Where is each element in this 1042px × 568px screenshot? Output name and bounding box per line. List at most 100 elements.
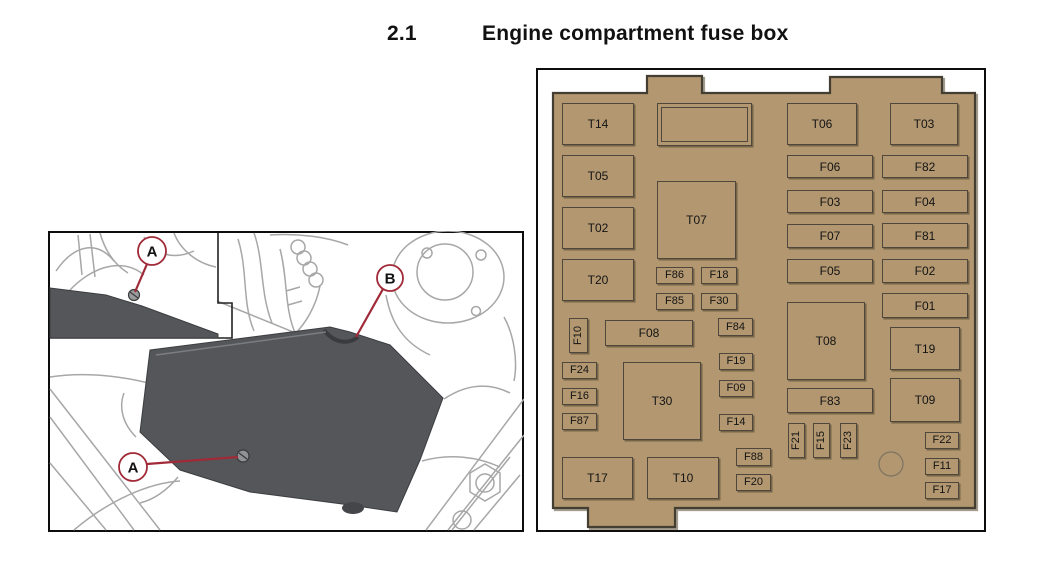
fuse-label: F17 <box>932 484 952 496</box>
fuse-label: F24 <box>570 364 589 376</box>
fuse-slot-F10: F10 <box>569 318 588 353</box>
callout-letter: A <box>128 460 139 477</box>
callout-a-2: A <box>118 452 239 482</box>
fuse-slot-F81: F81 <box>882 223 968 248</box>
fuse-slot-T06: T06 <box>787 103 857 145</box>
fuse-slot-F86: F86 <box>656 267 693 284</box>
callout-letter: B <box>385 271 396 288</box>
callout-a-0: A <box>133 236 167 293</box>
fuse-label: F06 <box>819 159 841 174</box>
callout-leader-line <box>355 288 384 338</box>
fuse-label: F15 <box>815 431 827 450</box>
fuse-label: T05 <box>587 169 609 183</box>
fuse-slot-F24: F24 <box>562 362 597 379</box>
fuse-slot-F04: F04 <box>882 190 968 213</box>
fuse-slot-F87: F87 <box>562 413 597 430</box>
fuse-label: F07 <box>819 229 841 243</box>
engine-lineart <box>49 231 524 531</box>
fuse-label: F87 <box>570 415 589 427</box>
fuse-slot-T30: T30 <box>623 362 701 440</box>
fuse-label: T07 <box>686 213 707 227</box>
fuse-slot-F02: F02 <box>882 259 968 283</box>
callout-letter: A <box>147 244 158 261</box>
fuse-label: F05 <box>819 264 841 278</box>
fuse-label: F21 <box>790 431 802 450</box>
fuse-label: F88 <box>744 450 763 463</box>
fuse-label: F84 <box>726 320 745 333</box>
callout-circle <box>118 452 148 482</box>
fuse-slot-F14: F14 <box>719 414 753 431</box>
fuse-slot-T03: T03 <box>890 103 958 145</box>
callout-leader-line <box>146 455 239 466</box>
fuse-label: F04 <box>914 194 936 209</box>
fuse-slot-F21: F21 <box>788 423 805 458</box>
fuse-slot-F16: F16 <box>562 388 597 405</box>
fuse-slot-F20: F20 <box>736 474 771 491</box>
fuse-label: F16 <box>570 390 589 402</box>
fuse-label: F03 <box>819 194 841 209</box>
cover-latch <box>322 328 360 344</box>
callout-circle <box>376 264 404 292</box>
fuse-slot-T07: T07 <box>657 181 736 259</box>
section-title: 2.1 Engine compartment fuse box <box>387 22 788 46</box>
fuse-slot-F84: F84 <box>718 318 753 336</box>
fuse-label: T02 <box>587 221 609 235</box>
fuse-slot-T09: T09 <box>890 378 960 422</box>
fuse-label: F02 <box>914 264 936 278</box>
fuse-slot-F19: F19 <box>719 353 753 370</box>
fuse-slot-F01: F01 <box>882 293 968 318</box>
fuse-label: T17 <box>587 471 608 485</box>
fuse-slot-F06: F06 <box>787 155 873 178</box>
section-heading: Engine compartment fuse box <box>482 22 789 45</box>
fuse-label: F11 <box>932 460 952 472</box>
fuse-label: F86 <box>665 269 684 281</box>
fuse-label: T06 <box>811 117 833 131</box>
fuse-slot-blank <box>657 103 752 146</box>
fuse-label: F23 <box>842 431 854 450</box>
fuse-label: F19 <box>726 355 746 367</box>
callout-layer: A B A <box>118 236 404 482</box>
fuse-slot-T14: T14 <box>562 103 634 145</box>
fusebox-cover-inset <box>49 287 219 339</box>
fuse-slot-F08: F08 <box>605 320 693 346</box>
cover-highlight <box>155 331 327 356</box>
fuse-label: F10 <box>572 326 584 345</box>
fusebox-cover-main <box>139 326 444 513</box>
fuse-label: T10 <box>672 471 694 485</box>
fuse-slot-T08: T08 <box>787 302 865 380</box>
fuse-label: F09 <box>726 382 746 394</box>
fuse-slot-F03: F03 <box>787 190 873 213</box>
fuse-label: T30 <box>651 394 673 408</box>
fuse-label: F83 <box>819 393 841 408</box>
fuse-label: F20 <box>744 476 763 488</box>
fuse-label: T20 <box>587 273 609 287</box>
fuse-label: F85 <box>665 295 684 307</box>
fuse-label: T19 <box>914 341 936 356</box>
fuse-label: F01 <box>914 298 936 313</box>
fuse-slot-F17: F17 <box>925 482 959 499</box>
fuse-slot-T10: T10 <box>647 457 719 499</box>
section-number: 2.1 <box>387 22 417 45</box>
fuse-label: F22 <box>932 434 952 446</box>
fuse-slot-F85: F85 <box>656 293 693 310</box>
fuse-label: T14 <box>587 117 609 131</box>
fuse-label: F14 <box>726 416 746 428</box>
fuse-slot-F15: F15 <box>813 423 830 458</box>
callout-leader-line <box>133 263 149 293</box>
fuse-slot-T19: T19 <box>890 327 960 370</box>
fuse-slot-F22: F22 <box>925 432 959 449</box>
callout-circle <box>137 236 167 266</box>
fuse-slot-F82: F82 <box>882 155 968 178</box>
fuse-slot-F88: F88 <box>736 448 771 466</box>
fuse-label: F82 <box>914 159 936 174</box>
fuse-label: F30 <box>709 295 729 307</box>
blank-slot-inner <box>661 107 748 142</box>
engine-illustration: A B A <box>48 231 524 532</box>
fuse-label: T09 <box>914 393 936 407</box>
cover-clip <box>342 502 364 514</box>
fuse-slot-F83: F83 <box>787 388 873 413</box>
fuse-label: F81 <box>914 228 936 243</box>
fuse-slot-T20: T20 <box>562 259 634 301</box>
